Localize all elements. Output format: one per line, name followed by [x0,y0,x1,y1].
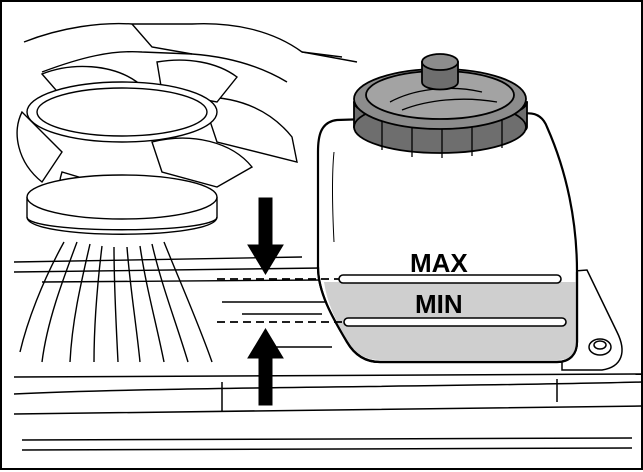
pump-ribs [19,241,213,363]
up-arrow [247,328,284,406]
level-indicator-lines [217,278,344,323]
radiator-fan [16,59,298,235]
engine-bay-outline [13,22,358,348]
coolant-reservoir: MAX MIN [316,112,579,364]
min-label: MIN [415,289,463,319]
max-label: MAX [410,248,468,278]
chassis-lines [13,373,643,451]
min-mark [343,317,567,327]
down-arrow [247,197,284,275]
reservoir-cap [353,53,528,158]
